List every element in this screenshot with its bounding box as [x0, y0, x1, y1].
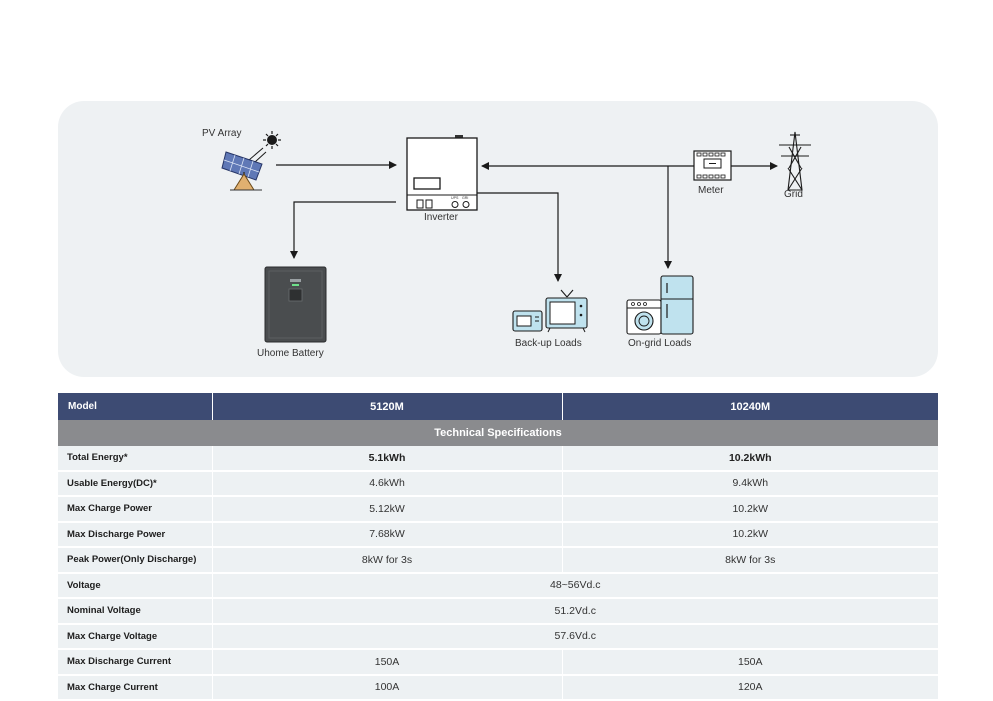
solar-panel-icon	[221, 151, 263, 191]
grid-label: Grid	[784, 189, 803, 200]
spec-name: Total Energy*	[58, 446, 212, 472]
spec-name: Max Charge Power	[58, 496, 212, 523]
battery-icon	[264, 266, 327, 343]
table-row: Peak Power(Only Discharge) 8kW for 3s 8k…	[58, 547, 938, 574]
table-row: Usable Energy(DC)* 4.6kWh 9.4kWh	[58, 470, 938, 497]
system-diagram-panel	[58, 101, 938, 377]
spec-value-5120m: 5.12kW	[211, 496, 562, 523]
spec-value-shared: 51.2Vd.c	[211, 598, 938, 625]
spec-table: Model 5120M 10240M Technical Specificati…	[58, 393, 938, 701]
model-10240m-header: 10240M	[561, 393, 938, 420]
table-row: Max Discharge Power 7.68kW 10.2kW	[58, 521, 938, 548]
inverter-port-gri-label: GRI	[462, 196, 468, 200]
spec-value-10240m: 8kW for 3s	[561, 547, 938, 574]
spec-value-10240m: 120A	[561, 674, 938, 701]
inverter-icon	[406, 135, 478, 211]
spec-name: Max Discharge Current	[58, 649, 212, 676]
meter-label: Meter	[698, 185, 724, 196]
sun-icon	[248, 131, 281, 163]
spec-value-shared: 48~56Vd.c	[211, 572, 938, 599]
tv-icon	[545, 289, 588, 333]
battery-label: Uhome Battery	[257, 348, 324, 359]
model-5120m-header: 5120M	[211, 393, 562, 420]
spec-name: Max Discharge Power	[58, 521, 212, 548]
table-row: Nominal Voltage 51.2Vd.c	[58, 598, 938, 625]
washing-machine-icon	[626, 299, 662, 335]
spec-name: Usable Energy(DC)*	[58, 470, 212, 497]
spec-value-10240m: 10.2kWh	[561, 446, 938, 472]
model-header: Model	[58, 393, 212, 420]
spec-value-10240m: 10.2kW	[561, 521, 938, 548]
table-row: Max Charge Current 100A 120A	[58, 674, 938, 701]
microwave-icon	[512, 310, 543, 332]
power-tower-icon	[779, 131, 811, 191]
ongrid-loads-label: On-grid Loads	[628, 338, 692, 349]
spec-value-shared: 57.6Vd.c	[211, 623, 938, 650]
table-row: Total Energy* 5.1kWh 10.2kWh	[58, 446, 938, 472]
inverter-label: Inverter	[424, 212, 458, 223]
table-row: Voltage 48~56Vd.c	[58, 572, 938, 599]
spec-name: Peak Power(Only Discharge)	[58, 547, 212, 574]
connection-lines	[276, 161, 778, 282]
section-header-row: Technical Specifications	[58, 420, 938, 446]
spec-value-5120m: 4.6kWh	[211, 470, 562, 497]
system-diagram: UPS GRI	[221, 131, 811, 343]
spec-value-5120m: 7.68kW	[211, 521, 562, 548]
backup-loads-label: Back-up Loads	[515, 338, 582, 349]
spec-value-10240m: 10.2kW	[561, 496, 938, 523]
table-header-row: Model 5120M 10240M	[58, 393, 938, 420]
spec-value-10240m: 9.4kWh	[561, 470, 938, 497]
section-title: Technical Specifications	[58, 420, 938, 446]
spec-value-5120m: 100A	[211, 674, 562, 701]
table-row: Max Charge Voltage 57.6Vd.c	[58, 623, 938, 650]
spec-name: Max Charge Current	[58, 674, 212, 701]
table-row: Max Charge Power 5.12kW 10.2kW	[58, 496, 938, 523]
spec-value-5120m: 5.1kWh	[211, 446, 562, 472]
spec-name: Nominal Voltage	[58, 598, 212, 625]
table-row: Max Discharge Current 150A 150A	[58, 649, 938, 676]
inverter-port-ups-label: UPS	[451, 196, 459, 200]
spec-name: Max Charge Voltage	[58, 623, 212, 650]
spec-value-10240m: 150A	[561, 649, 938, 676]
spec-name: Voltage	[58, 572, 212, 599]
meter-icon	[693, 150, 732, 181]
spec-value-5120m: 150A	[211, 649, 562, 676]
pv-array-label: PV Array	[202, 128, 242, 139]
spec-value-5120m: 8kW for 3s	[211, 547, 562, 574]
fridge-icon	[660, 275, 694, 335]
